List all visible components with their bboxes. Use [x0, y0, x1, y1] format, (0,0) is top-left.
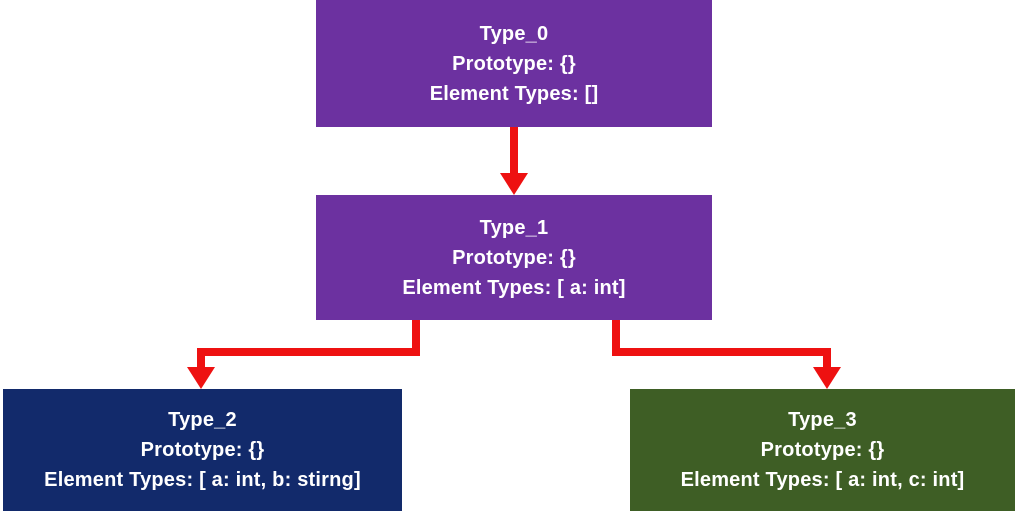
- node-type-2: Type_2 Prototype: {} Element Types: [ a:…: [3, 389, 402, 511]
- edge-type1-type2-horizontal-line: [197, 348, 420, 356]
- node-type-0-elements: Element Types: []: [429, 82, 599, 105]
- edge-type1-type3-down-line: [823, 348, 831, 370]
- node-type-0-title: Type_0: [479, 22, 549, 45]
- edge-type1-type3-horizontal-line: [612, 348, 831, 356]
- edge-type1-type2-drop-line: [412, 320, 420, 356]
- node-type-3-title: Type_3: [788, 409, 857, 431]
- node-type-2-elements: Element Types: [ a: int, b: stirng]: [44, 469, 361, 491]
- node-type-1-title: Type_1: [479, 216, 549, 239]
- edge-type1-type3-arrowhead-icon: [813, 367, 841, 389]
- node-type-2-prototype: Prototype: {}: [140, 439, 265, 461]
- node-type-3: Type_3 Prototype: {} Element Types: [ a:…: [630, 389, 1015, 511]
- node-type-3-elements: Element Types: [ a: int, c: int]: [680, 469, 965, 491]
- node-type-0-prototype: Prototype: {}: [452, 52, 576, 75]
- node-type-0: Type_0 Prototype: {} Element Types: []: [316, 0, 712, 127]
- node-type-3-prototype: Prototype: {}: [760, 439, 885, 461]
- edge-type0-type1-arrowhead-icon: [500, 173, 528, 195]
- edge-type0-type1-line: [510, 127, 518, 177]
- edge-type1-type2-down-line: [197, 348, 205, 370]
- node-type-1-elements: Element Types: [ a: int]: [402, 276, 626, 299]
- node-type-2-title: Type_2: [168, 409, 237, 431]
- edge-type1-type3-drop-line: [612, 320, 620, 356]
- node-type-1-prototype: Prototype: {}: [452, 246, 576, 269]
- edge-type1-type2-arrowhead-icon: [187, 367, 215, 389]
- node-type-1: Type_1 Prototype: {} Element Types: [ a:…: [316, 195, 712, 320]
